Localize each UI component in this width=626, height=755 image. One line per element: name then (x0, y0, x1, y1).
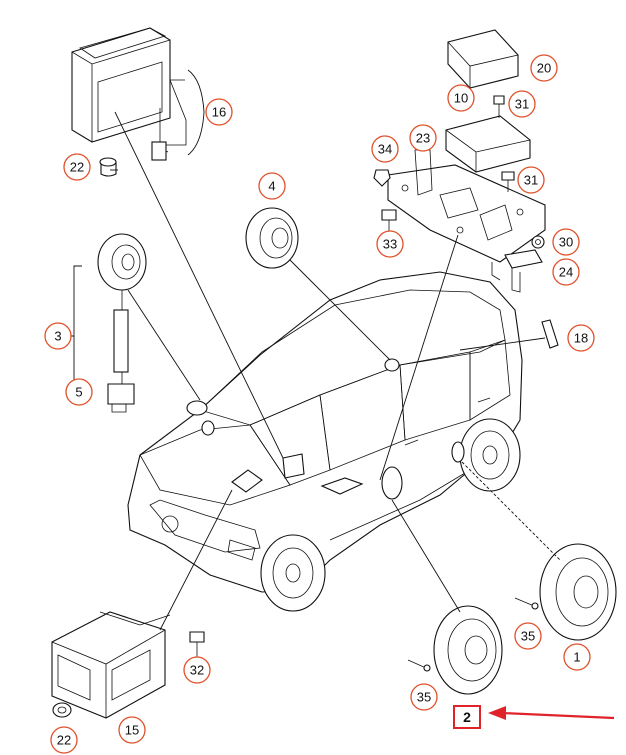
highlight-arrow (488, 706, 615, 720)
bracket-24 (504, 249, 543, 293)
svg-text:2: 2 (463, 709, 471, 725)
door-speaker-2 (433, 605, 503, 695)
callout-4: 4 (258, 172, 286, 200)
svg-text:35: 35 (417, 690, 431, 705)
svg-text:23: 23 (416, 131, 430, 146)
callout-31-mid: 31 (517, 166, 545, 194)
callout-23: 23 (409, 124, 437, 152)
callout-18: 18 (567, 324, 595, 352)
callout-3: 3 (44, 322, 72, 350)
clip-34 (373, 169, 391, 187)
svg-text:5: 5 (75, 385, 82, 400)
svg-text:10: 10 (454, 91, 468, 106)
svg-text:4: 4 (268, 179, 275, 194)
screw-31-mid (501, 171, 515, 192)
svg-text:33: 33 (383, 237, 397, 252)
svg-text:18: 18 (574, 331, 588, 346)
svg-text:20: 20 (537, 61, 551, 76)
svg-text:34: 34 (378, 142, 392, 157)
bolt-31-top (493, 95, 505, 118)
svg-text:35: 35 (521, 629, 535, 644)
callout-22-bottom: 22 (50, 726, 78, 754)
highlight-callout-2: 2 (453, 705, 481, 729)
callout-10: 10 (447, 84, 475, 112)
callout-34: 34 (371, 135, 399, 163)
svg-text:24: 24 (559, 265, 573, 280)
callout-1: 1 (563, 643, 591, 671)
callout-15: 15 (118, 716, 146, 744)
svg-text:30: 30 (559, 235, 573, 250)
svg-text:3: 3 (54, 329, 61, 344)
leader-lines (110, 111, 561, 631)
callout-30: 30 (552, 228, 580, 256)
svg-text:1: 1 (573, 650, 580, 665)
nut-22-top (99, 157, 117, 177)
bass-speaker-1 (539, 543, 617, 641)
callout-35-left: 35 (410, 683, 438, 711)
callout-5: 5 (65, 378, 93, 406)
callout-22-top: 22 (63, 153, 91, 181)
callout-32: 32 (183, 656, 211, 684)
callout-20: 20 (530, 54, 558, 82)
callout-35-right: 35 (514, 622, 542, 650)
cover-20 (447, 29, 519, 89)
nut-22-bottom (52, 702, 72, 718)
amplifier-15 (51, 611, 171, 719)
speaker-3 (66, 233, 147, 413)
callout-16: 16 (205, 98, 233, 126)
screw-35-left (407, 659, 431, 672)
tweeter-4 (245, 207, 299, 269)
svg-text:32: 32 (190, 663, 204, 678)
callout-24: 24 (552, 258, 580, 286)
screw-32 (189, 631, 205, 658)
svg-text:15: 15 (125, 723, 139, 738)
callout-33: 33 (376, 230, 404, 258)
svg-text:31: 31 (524, 173, 538, 188)
svg-text:22: 22 (57, 733, 71, 748)
vehicle-outline (127, 271, 523, 612)
sensor-18 (541, 319, 559, 349)
svg-text:31: 31 (515, 97, 529, 112)
callout-31-top: 31 (508, 90, 536, 118)
svg-text:22: 22 (70, 160, 84, 175)
control-unit-16 (71, 27, 205, 161)
nut-30 (531, 235, 545, 249)
mounting-bracket-23 (387, 149, 546, 281)
screw-35-right (514, 597, 539, 610)
svg-text:16: 16 (212, 105, 226, 120)
control-module-10 (445, 115, 531, 173)
screw-33 (381, 209, 397, 232)
